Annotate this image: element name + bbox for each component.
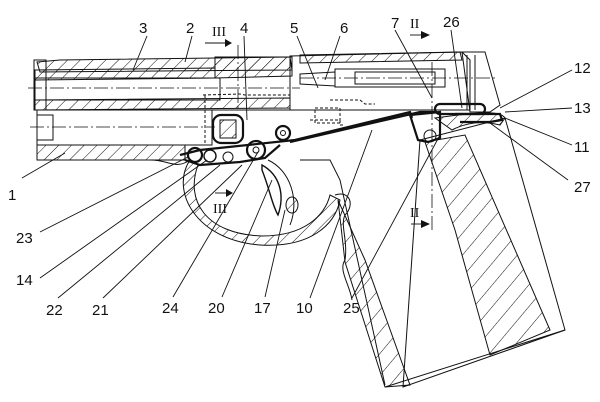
trigger (261, 163, 282, 217)
arrow-III-top-head (225, 39, 232, 47)
callout-3: 3 (139, 20, 147, 37)
hidden-rect (314, 107, 341, 124)
leader-1 (21, 152, 66, 179)
leader-2 (184, 35, 193, 63)
callout-10: 10 (296, 300, 313, 317)
slide-rear-end (461, 51, 501, 113)
leader-4 (243, 35, 248, 121)
leader-25 (351, 134, 441, 299)
callout-12: 12 (574, 60, 591, 77)
callout-1: 1 (8, 187, 16, 204)
callout-2: 2 (186, 20, 194, 37)
takedown-pin (222, 151, 234, 163)
slide-rear-top-wall (299, 51, 463, 64)
firing-pin (299, 71, 336, 87)
trigger-guard (182, 159, 341, 246)
callout-25: 25 (343, 300, 360, 317)
frame (30, 45, 566, 388)
leader-6 (324, 35, 341, 81)
leader-lines (21, 29, 573, 299)
callout-27: 27 (574, 179, 591, 196)
section-III-top: III (212, 25, 226, 40)
trigger-spring (285, 196, 299, 214)
callout-11: 11 (574, 139, 590, 156)
leader-7 (394, 29, 433, 99)
leader-20 (221, 179, 273, 298)
callout-24: 24 (162, 300, 179, 317)
arrow-II-top-head (421, 31, 430, 39)
leader-27 (489, 122, 569, 181)
section-III-bottom: III (213, 202, 227, 217)
leader-5 (296, 35, 319, 89)
callout-23: 23 (16, 230, 33, 247)
slide-breech-block (214, 56, 293, 79)
frame-lower-edge (37, 159, 191, 165)
leader-11 (504, 117, 573, 146)
slide-stop-pin (186, 146, 204, 164)
callout-6: 6 (340, 20, 348, 37)
leader-10 (309, 129, 373, 299)
callout-26: 26 (443, 14, 460, 31)
leader-14 (39, 159, 208, 279)
callout-20: 20 (208, 300, 225, 317)
barrel-bore (34, 77, 221, 101)
grip-bottom (384, 329, 566, 388)
rear-catch (455, 112, 504, 124)
callout-5: 5 (290, 20, 298, 37)
callout-17: 17 (254, 300, 271, 317)
hidden-line-mid (330, 99, 375, 105)
leader-12 (499, 69, 573, 109)
arrow-III-bottom-head (226, 189, 233, 197)
trigger-bar-pin (274, 124, 292, 142)
callout-14: 14 (16, 272, 33, 289)
sear-spring (423, 129, 437, 143)
leader-3 (132, 35, 148, 71)
trigger-bar-pin-center (280, 130, 286, 136)
arrow-II-bottom-head (421, 220, 430, 228)
callout-13: 13 (574, 100, 591, 117)
locking-block (211, 113, 245, 145)
grip-rear-strap (424, 134, 551, 356)
trigger-curve (267, 159, 295, 226)
grip-front-strap (337, 199, 411, 388)
section-II-top: II (410, 17, 420, 32)
callout-21: 21 (92, 302, 109, 319)
recoil-guide-end (36, 114, 54, 141)
recoil-spring-chamber (36, 109, 213, 146)
slide-assembly (28, 51, 501, 113)
callout-labels: 1 2 3 4 5 6 7 26 12 13 11 27 23 14 22 21… (8, 14, 591, 319)
leader-22 (57, 164, 221, 299)
leader-24 (172, 151, 259, 298)
leader-13 (504, 107, 573, 113)
callout-22: 22 (46, 302, 63, 319)
leader-21 (102, 164, 243, 299)
callout-7: 7 (391, 15, 399, 32)
section-II-bottom: II (410, 206, 420, 221)
leader-17 (264, 209, 286, 298)
slide-stop-pin-2 (203, 149, 217, 163)
locking-block-core (219, 119, 237, 139)
leader-26 (450, 29, 463, 109)
leader-23 (39, 156, 189, 233)
sear-pin-center (252, 146, 260, 154)
barrel-lower-wall (34, 97, 291, 111)
frame-front-rail (36, 144, 186, 161)
callout-4: 4 (240, 20, 248, 37)
section-arrows (205, 31, 430, 228)
